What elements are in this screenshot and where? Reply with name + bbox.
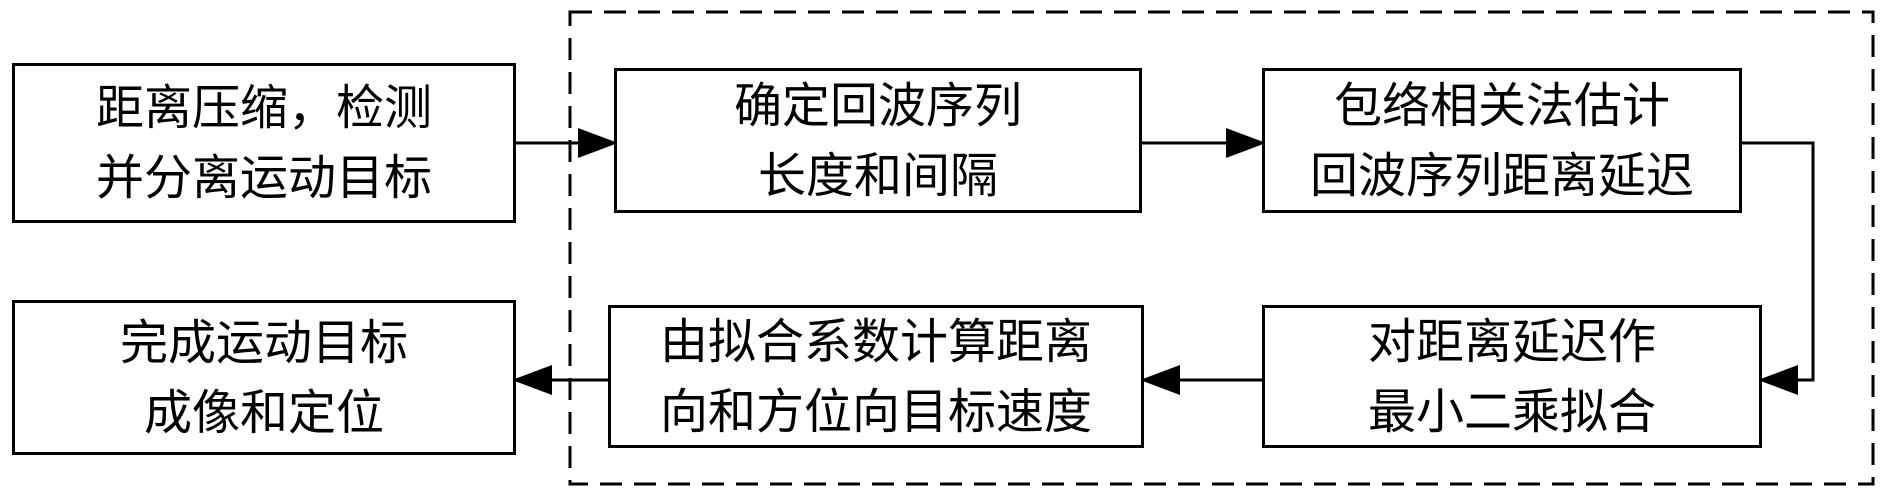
- step-determine-line-1: 确定回波序列: [733, 77, 1022, 134]
- step-determine-sequence-box: 确定回波序列 长度和间隔: [614, 68, 1142, 213]
- step-least-squares-fit-box: 对距离延迟作 最小二乘拟合: [1262, 305, 1762, 448]
- step-complete-line-2: 成像和定位: [143, 384, 384, 441]
- step-detect-line-1: 距离压缩，检测: [95, 80, 432, 136]
- step-velocity-line-1: 由拟合系数计算距离: [659, 313, 1092, 370]
- step-complete-line-1: 完成运动目标: [119, 314, 408, 371]
- step-velocity-line-2: 向和方位向目标速度: [659, 383, 1092, 440]
- step-envelope-line-1: 包络相关法估计: [1333, 77, 1670, 134]
- step-fit-line-1: 对距离延迟作: [1367, 313, 1656, 370]
- step-detect-line-2: 并分离运动目标: [95, 150, 432, 206]
- step-determine-line-2: 长度和间隔: [757, 147, 998, 204]
- arrow-envelope-to-fit: [1742, 141, 1815, 395]
- step-detect-separate-box: 距离压缩，检测 并分离运动目标: [12, 63, 516, 223]
- step-complete-imaging-box: 完成运动目标 成像和定位: [12, 300, 516, 455]
- dashed-process-boundary: [568, 10, 1875, 486]
- step-fit-line-2: 最小二乘拟合: [1367, 383, 1656, 440]
- step-envelope-correlation-box: 包络相关法估计 回波序列距离延迟: [1262, 68, 1742, 213]
- step-envelope-line-2: 回波序列距离延迟: [1309, 147, 1694, 204]
- step-compute-velocity-box: 由拟合系数计算距离 向和方位向目标速度: [608, 305, 1144, 448]
